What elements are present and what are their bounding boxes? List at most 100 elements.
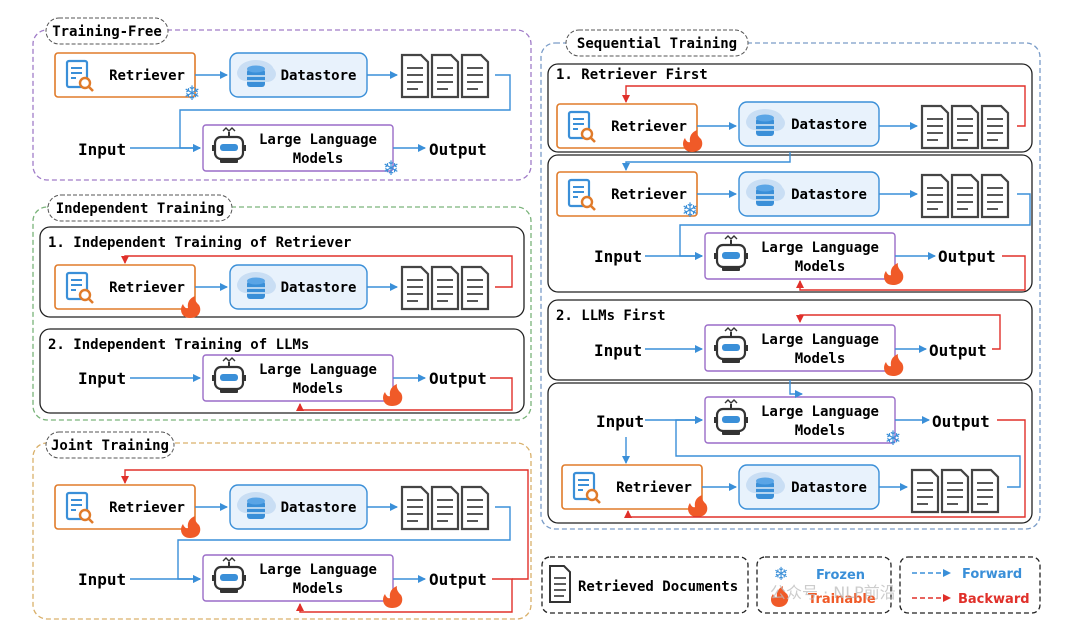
retriever-block: Retriever — [54, 264, 196, 310]
datastore-label: Datastore — [791, 480, 867, 496]
legend-status: ❄ Frozen Trainable — [756, 556, 892, 614]
retriever-icon — [567, 178, 596, 211]
retriever-label: Retriever — [109, 500, 185, 516]
flame-icon — [181, 516, 201, 538]
retrieved-documents-icon — [400, 265, 490, 311]
datastore-label: Datastore — [791, 117, 867, 133]
flame-icon — [884, 263, 904, 285]
database-cloud-icon — [237, 272, 276, 299]
input-label: Input — [78, 570, 126, 589]
legend-backward-label: Backward — [958, 592, 1030, 607]
legend-documents: Retrieved Documents — [541, 556, 749, 614]
llm-label-line1: Large Language — [761, 332, 879, 348]
snowflake-icon: ❄ — [383, 156, 400, 180]
retriever-label: Retriever — [611, 119, 687, 135]
section-title-training-free: Training-Free — [52, 24, 162, 40]
section-training-free — [32, 29, 532, 181]
llm-label-line2: Models — [795, 351, 846, 367]
backward-arrow — [296, 377, 513, 411]
backward-arrow — [796, 314, 1001, 350]
watermark: 公众号 · NLP前沿 — [770, 583, 896, 602]
subtitle-seq-llm: 2. LLMs First — [556, 308, 666, 324]
retriever-icon — [65, 59, 94, 92]
input-label: Input — [596, 412, 644, 431]
legend-forward-label: Forward — [962, 567, 1022, 582]
forward-arrow — [622, 152, 791, 171]
input-label: Input — [78, 369, 126, 388]
flame-icon — [383, 586, 403, 608]
llm-label-line1: Large Language — [761, 240, 879, 256]
datastore-label: Datastore — [281, 280, 357, 296]
backward-arrow — [121, 255, 513, 288]
subtitle-seq-retriever: 1. Retriever First — [556, 67, 708, 83]
retrieved-documents-icon — [920, 104, 1010, 150]
input-label: Input — [594, 341, 642, 360]
flame-icon — [181, 296, 201, 318]
llm-label-line2: Models — [293, 581, 344, 597]
llm-label-line1: Large Language — [259, 362, 377, 378]
llm-label-line2: Models — [293, 151, 344, 167]
datastore-label: Datastore — [281, 68, 357, 84]
backward-arrow — [622, 85, 1026, 127]
retriever-label: Retriever — [109, 68, 185, 84]
backward-arrow — [624, 419, 1026, 518]
database-cloud-icon — [746, 179, 785, 206]
database-cloud-icon — [746, 472, 785, 499]
legend-frozen-label: Frozen — [816, 568, 865, 583]
title-pill-independent: Independent Training — [47, 194, 233, 222]
flame-icon — [771, 586, 789, 607]
datastore-block: Datastore — [229, 484, 368, 530]
retrieved-documents-icon — [400, 485, 490, 531]
legend-trainable-label: Trainable — [808, 592, 876, 607]
llm-label-line2: Models — [795, 423, 846, 439]
forward-arrow — [675, 416, 1021, 488]
robot-icon — [714, 327, 748, 363]
llm-label-line1: Large Language — [259, 562, 377, 578]
flame-icon — [884, 354, 904, 376]
datastore-label: Datastore — [281, 500, 357, 516]
flame-icon — [683, 130, 703, 152]
output-label: Output — [938, 247, 996, 266]
section-title-joint: Joint Training — [51, 438, 169, 454]
backward-arrow — [121, 469, 529, 580]
datastore-block: Datastore — [229, 52, 368, 98]
title-pill-sequential: Sequential Training — [565, 29, 749, 57]
forward-arrow — [789, 380, 803, 398]
output-label: Output — [429, 140, 487, 159]
retriever-label: Retriever — [109, 280, 185, 296]
output-label: Output — [932, 412, 990, 431]
retrieved-documents-icon — [400, 53, 490, 99]
snowflake-icon: ❄ — [885, 426, 902, 450]
section-independent-training — [32, 206, 532, 421]
retriever-icon — [567, 110, 596, 143]
datastore-block: Datastore — [738, 101, 880, 147]
output-label: Output — [429, 369, 487, 388]
robot-icon — [212, 127, 246, 163]
retriever-block: Retriever — [556, 103, 698, 149]
llm-label-line2: Models — [293, 381, 344, 397]
title-pill-joint: Joint Training — [45, 431, 175, 459]
title-pill-training-free: Training-Free — [45, 17, 169, 45]
flame-icon — [383, 384, 403, 406]
robot-icon — [212, 557, 246, 593]
output-label: Output — [929, 341, 987, 360]
input-label: Input — [78, 140, 126, 159]
backward-arrow — [296, 578, 513, 613]
retriever-block: Retriever — [556, 171, 698, 217]
snowflake-icon: ❄ — [773, 564, 788, 585]
database-cloud-icon — [237, 60, 276, 87]
llm-label-line1: Large Language — [259, 132, 377, 148]
datastore-block: Datastore — [738, 464, 880, 510]
subtitle-ind-llm: 2. Independent Training of LLMs — [48, 337, 309, 353]
llm-label-line1: Large Language — [761, 404, 879, 420]
backward-arrow — [796, 255, 1026, 291]
legend-arrows: Forward Backward — [899, 556, 1041, 614]
retrieved-documents-icon — [910, 468, 1000, 514]
retrieved-documents-icon — [920, 173, 1010, 219]
robot-icon — [714, 235, 748, 271]
section-sequential-training — [540, 42, 1041, 530]
